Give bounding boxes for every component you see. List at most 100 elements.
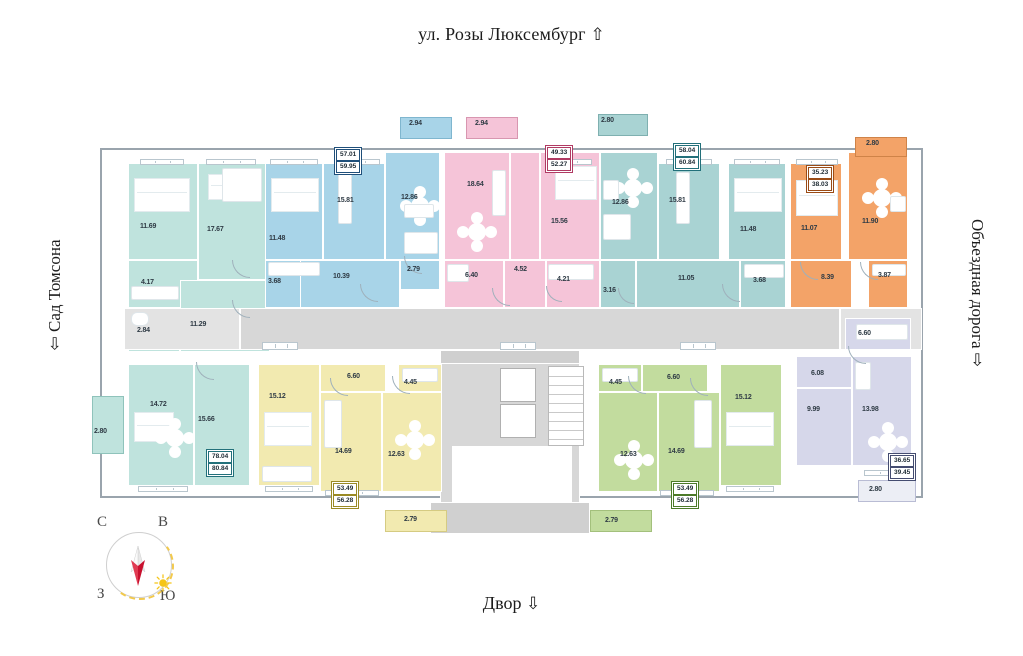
room-blue-15-81 [323, 163, 385, 260]
apartment-total-badge: 58.04 60.84 [673, 143, 702, 171]
compass-label-east: В [158, 514, 169, 530]
core-hall [452, 446, 572, 502]
apartment-total-badge: 57.01 59.95 [334, 147, 363, 175]
room-area-label: 14.72 [150, 401, 167, 408]
balcony-pink-2-94 [466, 117, 518, 139]
kitchen-counter [694, 400, 712, 448]
room-area-label: 4.45 [404, 379, 417, 386]
bed-furniture [734, 178, 782, 212]
room-area-label: 3.68 [268, 278, 281, 285]
room-area-label: 13.98 [862, 406, 879, 413]
dining-table-furniture [395, 420, 435, 460]
room-area-label: 6.60 [347, 373, 360, 380]
room-blue-10-39 [300, 260, 400, 308]
room-purple-9-99 [796, 388, 852, 466]
window [265, 486, 313, 492]
apartment-area-with-balcony: 60.84 [675, 157, 700, 169]
balcony-teal-2-80 [92, 396, 124, 454]
room-area-label: 2.94 [475, 120, 488, 127]
room-area-label: 11.05 [678, 275, 695, 282]
room-area-label: 2.79 [404, 516, 417, 523]
room-area-label: 4.52 [514, 266, 527, 273]
room-area-label: 12.63 [388, 451, 405, 458]
apartment-area: 78.04 [208, 451, 233, 463]
dining-table-furniture [614, 440, 654, 480]
apartment-total-badge: 78.04 80.84 [206, 449, 235, 477]
bath-fixture [447, 264, 469, 282]
balcony-yellow-2-79 [385, 510, 447, 532]
window-corridor [262, 342, 298, 350]
kitchen-counter [856, 324, 908, 340]
window [140, 159, 184, 165]
room-area-label: 2.79 [407, 266, 420, 273]
room-area-label: 18.64 [467, 181, 484, 188]
apartment-area-with-balcony: 56.28 [333, 495, 358, 507]
apartment-area-with-balcony: 52.27 [547, 159, 572, 171]
balcony-orange-2-80 [855, 137, 907, 157]
compass-rose: С В З Ю [82, 512, 198, 616]
apartment-total-badge: 36.65 39.45 [888, 453, 917, 481]
room-area-label: 3.68 [753, 277, 766, 284]
dining-table-furniture [155, 418, 195, 458]
staircase [548, 366, 584, 446]
arrow-up-icon: ⇧ [590, 25, 605, 44]
bath-fixture [402, 368, 438, 382]
compass-label-north: С [97, 514, 108, 530]
room-area-label: 2.80 [94, 428, 107, 435]
bed-furniture [271, 178, 319, 212]
room-area-label: 6.08 [811, 370, 824, 377]
balcony-blue-2-94 [400, 117, 452, 139]
lift-left [500, 368, 536, 402]
room-area-label: 4.17 [141, 279, 154, 286]
room-area-label: 4.45 [609, 379, 622, 386]
room-area-label: 15.12 [735, 394, 752, 401]
apartment-area: 53.49 [333, 483, 358, 495]
room-area-label: 2.84 [137, 327, 150, 334]
window [796, 159, 838, 165]
room-area-label: 6.60 [858, 330, 871, 337]
sun-icon [154, 574, 172, 592]
apartment-area: 58.04 [675, 145, 700, 157]
room-area-label: 12.86 [401, 194, 418, 201]
room-area-label: 11.48 [740, 226, 757, 233]
room-area-label: 11.69 [140, 223, 157, 230]
room-area-label: 9.99 [807, 406, 820, 413]
window [734, 159, 780, 165]
apartment-area-with-balcony: 39.45 [890, 467, 915, 479]
room-area-label: 8.39 [821, 274, 834, 281]
compass-label-west: З [97, 586, 105, 602]
arrow-down-icon: ⇩ [525, 594, 541, 613]
balcony-green-2-79 [590, 510, 652, 532]
street-label-top: ул. Розы Люксембург ⇧ [0, 24, 1023, 45]
bed-furniture [264, 412, 312, 446]
apartment-area: 53.49 [673, 483, 698, 495]
room-area-label: 6.40 [465, 272, 478, 279]
kitchen-counter [404, 232, 438, 254]
window-corridor [680, 342, 716, 350]
apartment-total-badge: 35.23 38.03 [806, 165, 835, 193]
dining-table-furniture [457, 212, 497, 252]
room-purple-6-08 [796, 356, 852, 388]
corridor-core-top [440, 350, 580, 364]
room-area-label: 14.69 [335, 448, 352, 455]
room-area-label: 11.90 [862, 218, 879, 225]
dining-table-furniture [613, 168, 653, 208]
apartment-area: 57.01 [336, 149, 361, 161]
room-area-label: 15.81 [669, 197, 686, 204]
kitchen-counter [855, 362, 871, 390]
apartment-area: 35.23 [808, 167, 833, 179]
apartment-total-badge: 53.49 56.28 [671, 481, 700, 509]
kitchen-counter [404, 204, 434, 218]
room-area-label: 11.07 [801, 225, 818, 232]
apartment-total-badge: 53.49 56.28 [331, 481, 360, 509]
street-label-top-text: ул. Розы Люксембург [418, 24, 586, 44]
bath-fixture [744, 264, 784, 278]
apartment-area-with-balcony: 59.95 [336, 161, 361, 173]
room-area-label: 15.56 [551, 218, 568, 225]
bed-furniture [726, 412, 774, 446]
room-teal2-3-16 [600, 260, 636, 308]
room-area-label: 17.67 [207, 226, 224, 233]
window [270, 159, 318, 165]
kitchen-counter [603, 214, 631, 240]
kitchen-counter [492, 170, 506, 216]
